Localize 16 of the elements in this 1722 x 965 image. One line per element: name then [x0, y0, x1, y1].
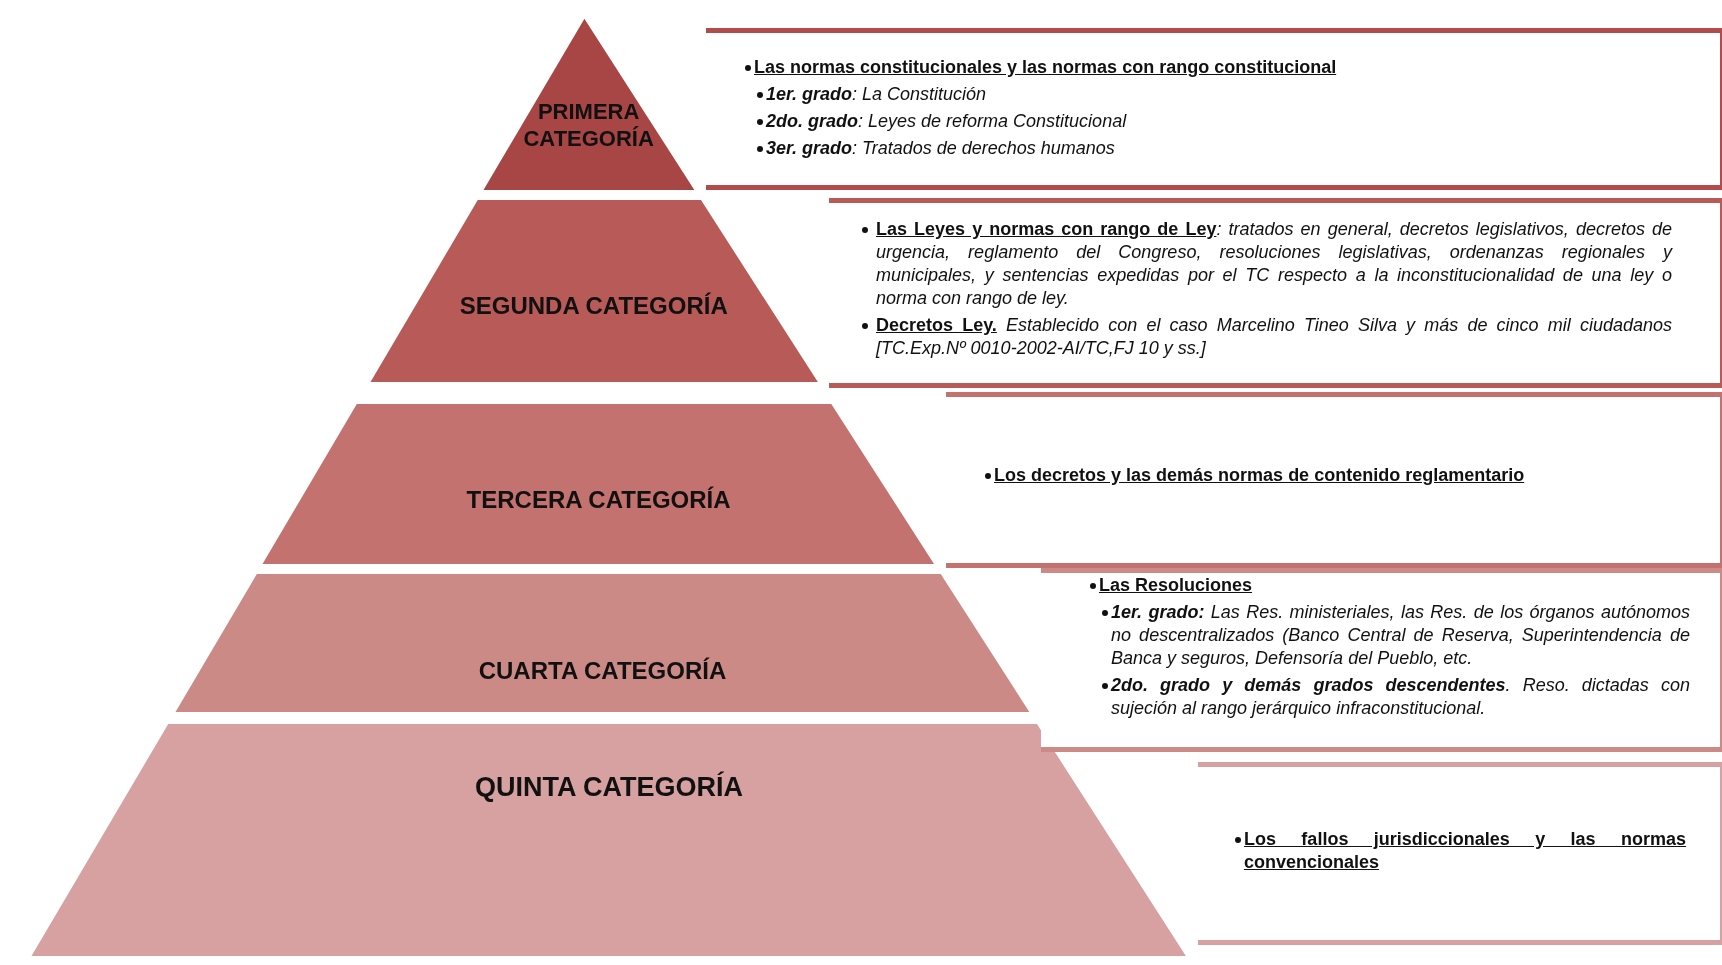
- category-label: TERCERA CATEGORÍA: [465, 485, 732, 516]
- item-text: 1er. grado: Las Res. ministeriales, las Res. de los órganos autónomos no descentralizados (Banco Central de Reserva, Superintendencia de Banca y seguros, Defensoría del Pueblo, etc.: [1111, 601, 1690, 670]
- category-label: CUARTA CATEGORÍA: [477, 656, 728, 687]
- item-text: 3er. grado: Tratados de derechos humanos: [766, 137, 1115, 160]
- heading-text: Los fallos jurisdiccionales y las normas convencionales: [1244, 828, 1686, 874]
- heading-text: Las Resoluciones: [1099, 574, 1253, 597]
- heading-text: Las normas constitucionales y las normas con rango constitucional: [754, 56, 1337, 79]
- item-text: 2do. grado: Leyes de reforma Constitucional: [766, 110, 1127, 133]
- heading-text: Los decretos y las demás normas de contenido reglamentario: [994, 464, 1525, 487]
- category-label: QUINTA CATEGORÍA: [473, 771, 744, 805]
- category-label: PRIMERA CATEGORÍA: [522, 97, 655, 153]
- item-text: 2do. grado y demás grados descendentes. Reso. dictadas con sujeción al rango jerárquico infraconstitucional.: [1111, 674, 1690, 720]
- item-text: 1er. grado: La Constitución: [766, 83, 987, 106]
- item-text: Decretos Ley. Establecido con el caso Marcelino Tineo Silva y más de cinco mil ciudadanos [TC.Exp.Nº 0010-2002-AI/TC,FJ 10 y ss.]: [876, 314, 1672, 360]
- category-label: SEGUNDA CATEGORÍA: [458, 290, 729, 321]
- item-text: Las Leyes y normas con rango de Ley: tratados en general, decretos legislativos, decretos de urgencia, reglamento del Congreso, resoluciones legislativas, ordenanzas regionales y municipales, y sentencias expedidas por el TC respecto a la inconstitucionalidad de una ley o norma con rango de ley.: [876, 218, 1672, 310]
